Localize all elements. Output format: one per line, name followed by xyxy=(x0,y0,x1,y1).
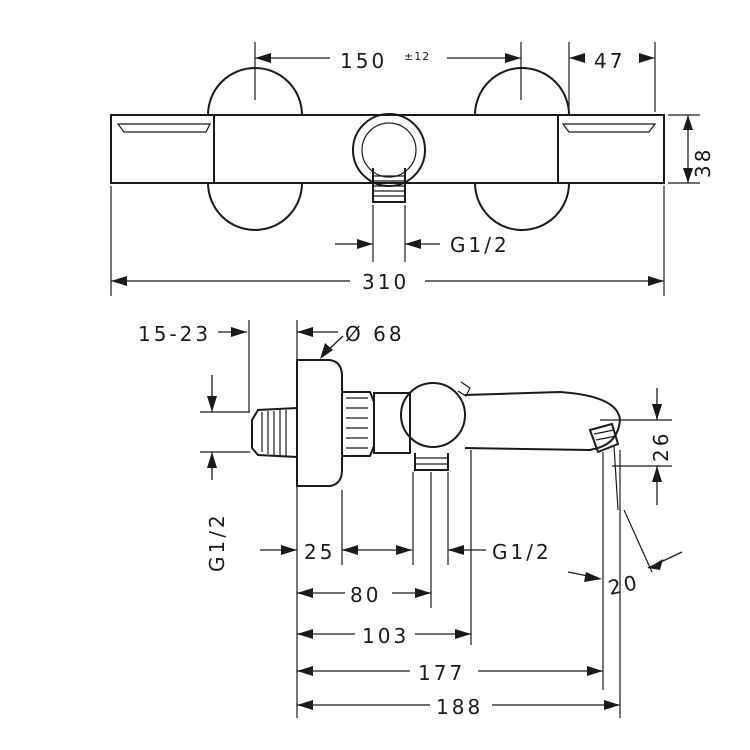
spout xyxy=(464,390,622,452)
dim-150-label: 150 xyxy=(340,49,387,73)
side-view: 15-23 Ø 68 G1/2 25 G1/2 xyxy=(138,320,683,719)
dim-inlet-g12-label: G1/2 xyxy=(205,512,229,572)
arrowhead xyxy=(569,53,585,63)
dim-177-label: 177 xyxy=(418,661,465,685)
dim-150-tolerance: ±12 xyxy=(404,50,430,63)
outlet-ring-inner xyxy=(361,122,417,178)
dim-47-label: 47 xyxy=(594,49,625,73)
dim-26-label: 26 xyxy=(649,431,673,462)
arrowhead xyxy=(604,700,620,710)
arrowhead xyxy=(683,115,693,130)
arrowhead xyxy=(505,53,521,63)
side-escutcheon xyxy=(296,359,343,487)
ext-line xyxy=(623,509,653,573)
dim-188-label: 188 xyxy=(436,695,483,719)
arrowhead xyxy=(648,276,664,286)
ext-line xyxy=(613,445,619,511)
dim-outlet-side-g12-label: G1/2 xyxy=(492,540,552,564)
arrowhead xyxy=(648,559,663,570)
arrowhead xyxy=(255,53,271,63)
hex-nut xyxy=(342,391,375,457)
arrowhead xyxy=(587,666,603,676)
arrowhead xyxy=(320,343,333,359)
spout-tip-lines xyxy=(593,429,617,441)
spout-tip xyxy=(588,422,620,454)
hex-nut-grooves xyxy=(346,397,368,449)
arrowhead xyxy=(207,452,217,468)
arrowhead xyxy=(297,666,313,676)
arrowhead xyxy=(207,396,217,412)
arrowhead xyxy=(683,168,693,183)
arrowhead xyxy=(111,276,127,286)
arrowhead xyxy=(281,545,297,555)
thermostat-pin xyxy=(457,381,471,397)
arrowhead xyxy=(342,545,358,555)
arrowhead xyxy=(448,545,464,555)
inlet-thread-body xyxy=(251,407,298,458)
dim-15-23-label: 15-23 xyxy=(138,322,211,346)
dim-outlet-g12-label: G1/2 xyxy=(450,233,510,257)
arrowhead xyxy=(231,327,247,337)
arrowhead xyxy=(297,700,313,710)
outlet-ring-outer xyxy=(352,113,426,187)
lower-outlet-threads xyxy=(415,457,448,465)
side-body xyxy=(373,392,411,454)
mixer-body xyxy=(110,114,665,184)
arrowhead xyxy=(297,588,313,598)
right-handle-grip xyxy=(561,123,657,133)
arrowhead xyxy=(357,239,373,249)
arrowhead xyxy=(584,572,602,582)
left-handle-grip xyxy=(116,123,211,133)
arrowhead xyxy=(297,327,313,337)
dim-38-label: 38 xyxy=(691,147,715,178)
dim-310-label: 310 xyxy=(362,270,409,294)
arrowhead xyxy=(652,466,662,482)
dim-20-label: 20 xyxy=(606,570,642,600)
top-view: 150 ±12 47 38 G1/2 310 xyxy=(110,42,715,296)
dim-diameter-label: Ø 68 xyxy=(345,322,405,346)
dim-25-label: 25 xyxy=(304,540,335,564)
dim-103-label: 103 xyxy=(362,624,409,648)
arrowhead xyxy=(455,629,471,639)
arrowhead xyxy=(396,545,412,555)
lower-outlet xyxy=(414,453,449,471)
dim-80-label: 80 xyxy=(350,583,381,607)
arrowhead xyxy=(639,53,655,63)
arrowhead xyxy=(405,239,421,249)
outlet-threads xyxy=(373,175,405,197)
outlet-connector xyxy=(372,168,406,203)
arrowhead xyxy=(297,629,313,639)
right-escutcheon xyxy=(474,67,570,231)
arrowhead xyxy=(652,404,662,420)
arrowhead xyxy=(415,588,431,598)
inlet-threads xyxy=(261,410,287,456)
thermostat-cap xyxy=(400,382,466,448)
